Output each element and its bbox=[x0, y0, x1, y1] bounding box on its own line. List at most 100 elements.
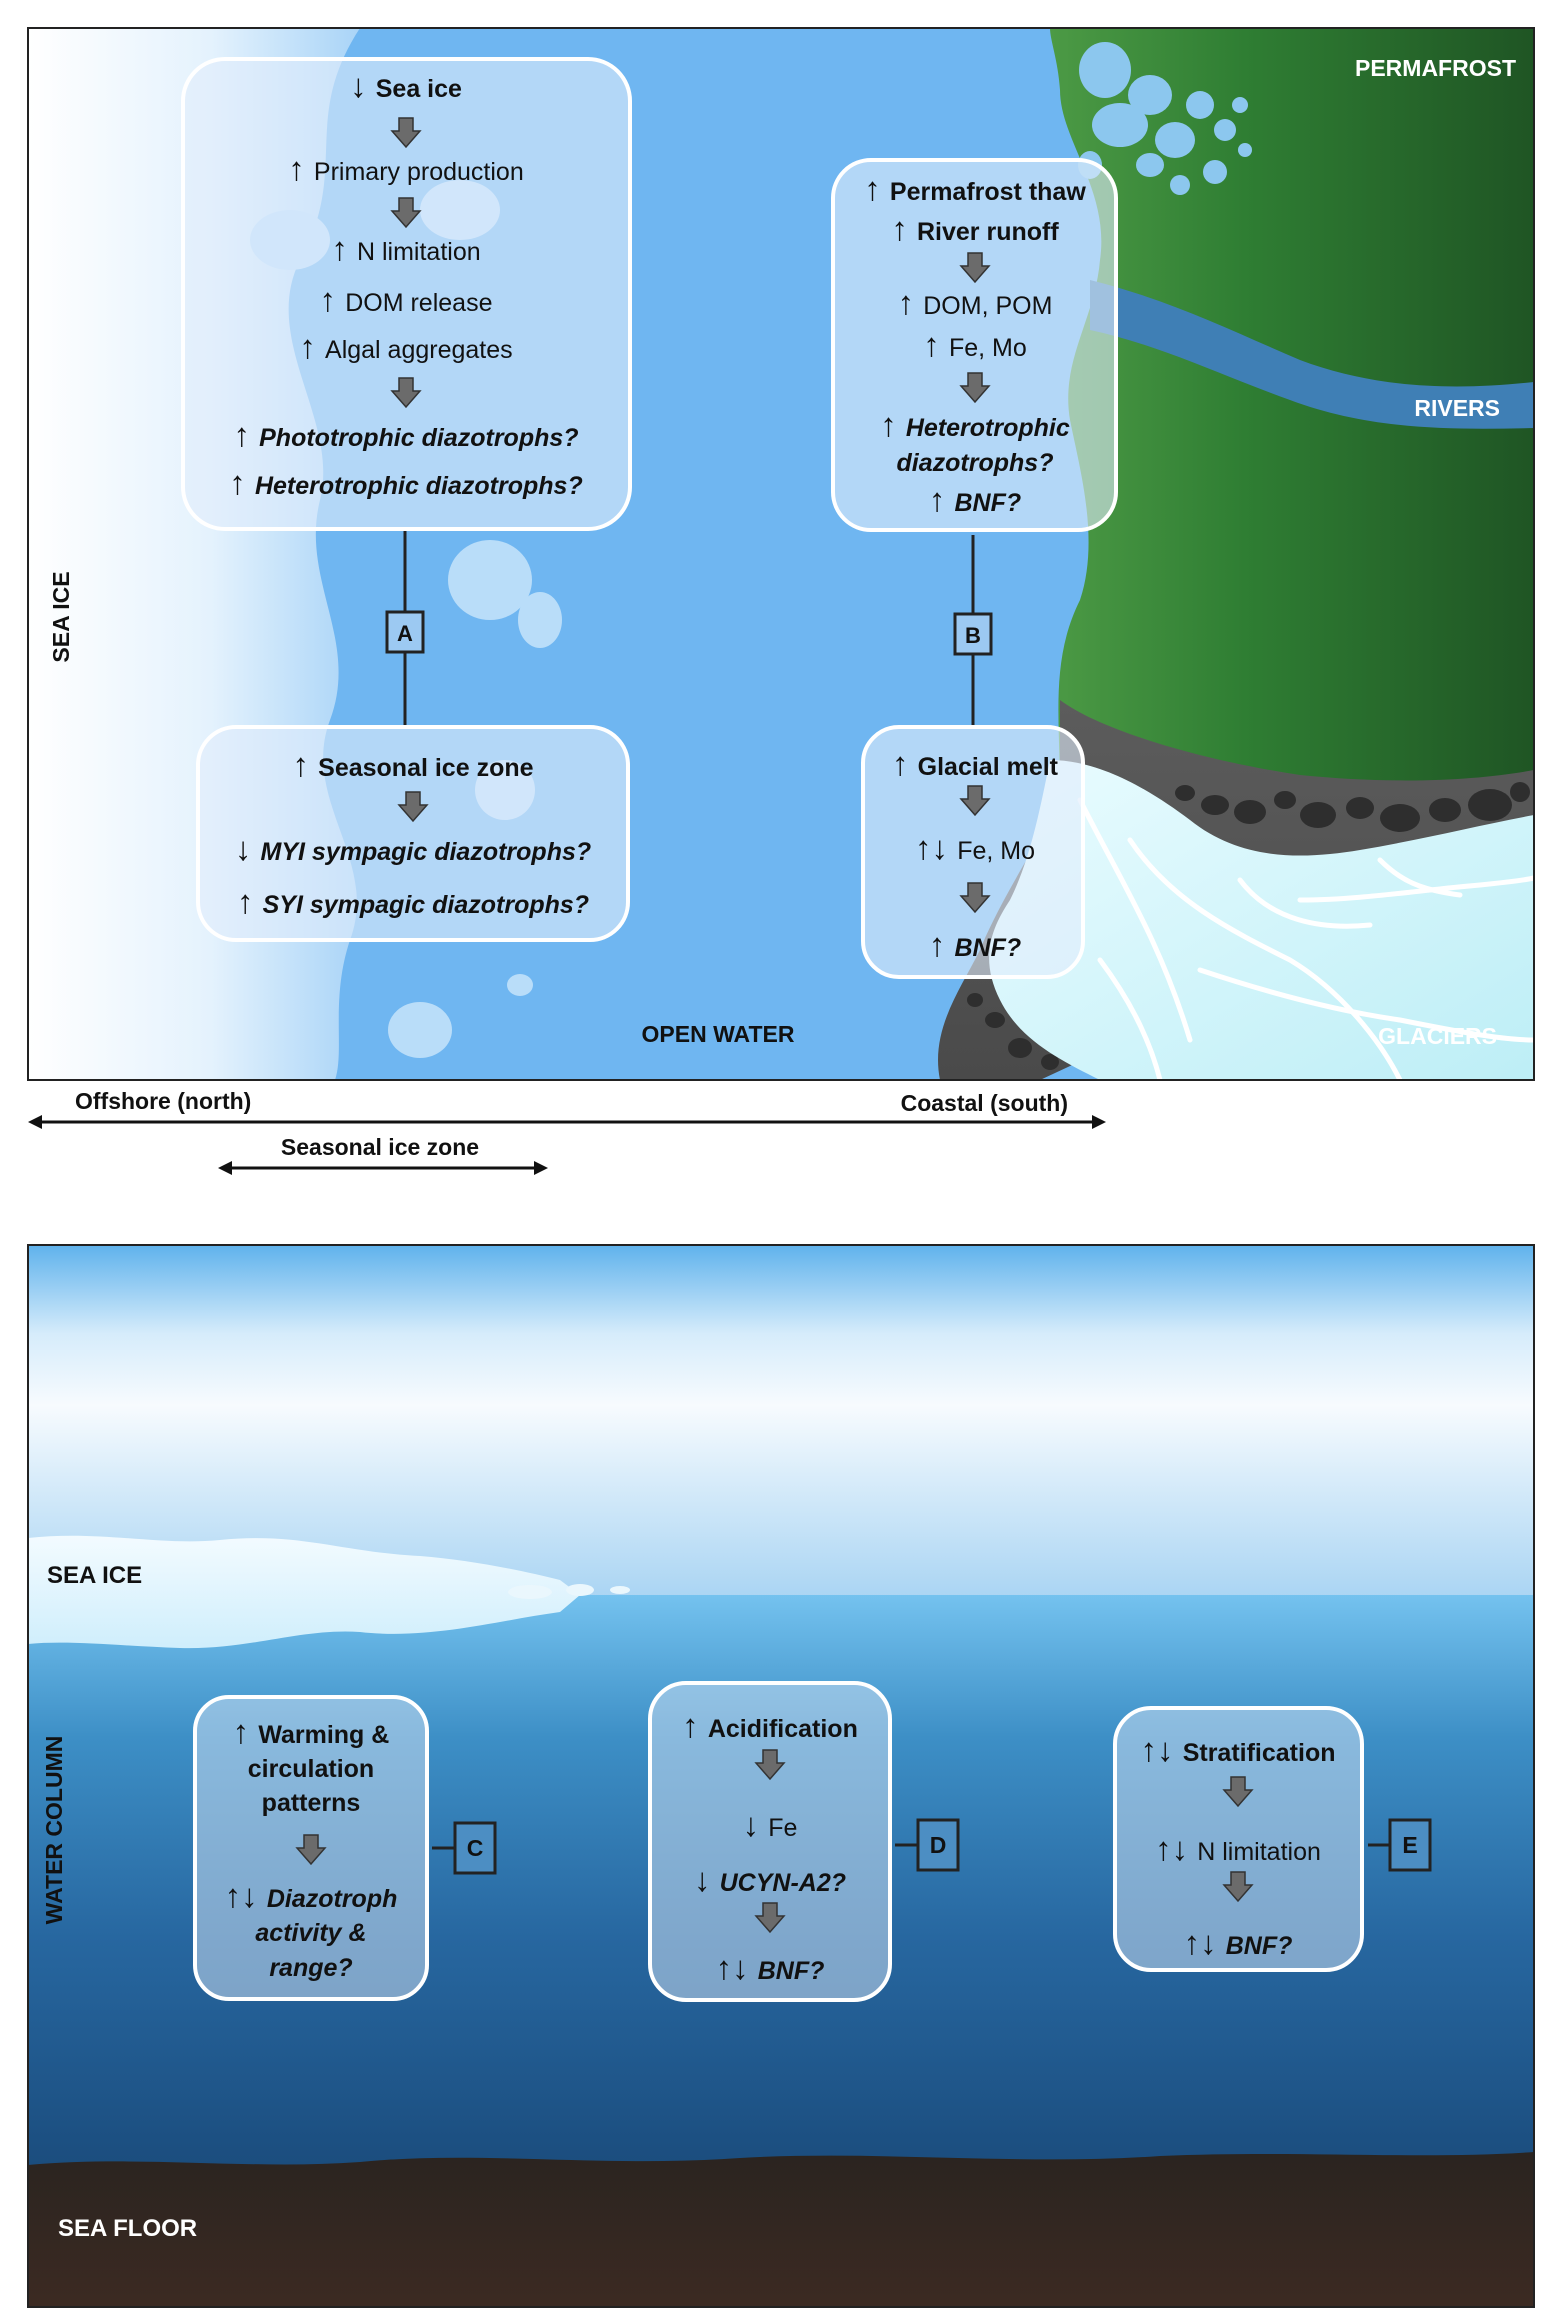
box-line-bnf: ↑ BNF? bbox=[929, 481, 1021, 518]
flow-down-arrow-icon bbox=[959, 785, 991, 817]
box-line-sea-ice: ↓ Sea ice bbox=[350, 67, 462, 104]
box-line-warming: ↑ Warming & bbox=[233, 1713, 390, 1750]
box-line-circulation: circulation bbox=[248, 1755, 374, 1783]
box-line-primary-production: ↑ Primary production bbox=[288, 150, 523, 187]
connector-b-box bbox=[953, 612, 993, 656]
bottom-panel-frame bbox=[27, 1244, 1535, 2308]
box-line-fe-mo: ↑ Fe, Mo bbox=[923, 326, 1026, 363]
box-line-bnf: ↑ BNF? bbox=[929, 926, 1021, 963]
trend-arrow-icon: ↑↓ bbox=[716, 1949, 758, 1986]
axis-seasonal-label: Seasonal ice zone bbox=[281, 1134, 479, 1160]
box-a-upper bbox=[181, 57, 632, 531]
box-line-text: diazotrophs? bbox=[897, 449, 1054, 477]
axis-offshore-label: Offshore (north) bbox=[75, 1088, 251, 1114]
box-line-text: Fe bbox=[768, 1814, 797, 1842]
trend-arrow-icon: ↑ bbox=[320, 281, 346, 318]
box-line-text: DOM release bbox=[345, 289, 492, 317]
box-line-heterotrophic: ↑ Heterotrophic bbox=[880, 406, 1070, 443]
trend-arrow-icon: ↓ bbox=[694, 1861, 720, 1898]
trend-arrow-icon: ↓ bbox=[350, 67, 376, 104]
trend-arrow-icon: ↑↓ bbox=[1184, 1924, 1226, 1961]
flow-down-arrow-icon bbox=[295, 1834, 327, 1866]
box-e bbox=[1113, 1706, 1364, 1972]
box-line-text: DOM, POM bbox=[923, 292, 1052, 320]
box-line-diazotrophs: diazotrophs? bbox=[897, 449, 1054, 477]
box-line-text: BNF? bbox=[955, 489, 1022, 517]
flow-down-arrow-icon bbox=[959, 882, 991, 914]
box-line-text: Heterotrophic diazotrophs? bbox=[255, 472, 583, 500]
box-line-text: Fe, Mo bbox=[949, 334, 1027, 362]
trend-arrow-icon: ↑ bbox=[898, 284, 924, 321]
trend-arrow-icon: ↑ bbox=[237, 883, 263, 920]
label-glaciers: GLACIERS bbox=[1378, 1023, 1497, 1049]
box-line-text: Sea ice bbox=[376, 75, 462, 103]
trend-arrow-icon: ↑ bbox=[299, 328, 325, 365]
box-b-upper-content: ↑ Permafrost thaw↑ River runoff↑ DOM, PO… bbox=[864, 170, 1086, 518]
trend-arrow-icon: ↑ bbox=[288, 150, 314, 187]
box-a-lower-content: ↑ Seasonal ice zone↓ MYI sympagic diazot… bbox=[235, 746, 591, 920]
sea-ice-floes bbox=[508, 1584, 630, 1599]
box-line-text: River runoff bbox=[917, 218, 1059, 246]
box-line-text: UCYN-A2? bbox=[720, 1869, 846, 1897]
trend-arrow-icon: ↑↓ bbox=[915, 829, 957, 866]
connector-c-box bbox=[453, 1821, 497, 1875]
flow-down-arrow-icon bbox=[390, 117, 422, 149]
box-line-text: Fe, Mo bbox=[957, 837, 1035, 865]
glacier-crevasses bbox=[1077, 797, 1537, 1083]
box-b-lower-content: ↑ Glacial melt↑↓ Fe, Mo↑ BNF? bbox=[892, 745, 1059, 963]
connector-e-label: E bbox=[1402, 1832, 1417, 1858]
box-line-heterotrophic-diazotrophs: ↑ Heterotrophic diazotrophs? bbox=[229, 464, 582, 501]
box-line-phototrophic-diazotrophs: ↑ Phototrophic diazotrophs? bbox=[233, 416, 578, 453]
box-line-text: N limitation bbox=[357, 238, 481, 266]
connector-e-box bbox=[1388, 1818, 1432, 1872]
trend-arrow-icon: ↑ bbox=[923, 326, 949, 363]
box-line-text: Heterotrophic bbox=[906, 414, 1070, 442]
box-line-text: Warming & bbox=[258, 1721, 389, 1749]
river bbox=[1090, 280, 1534, 429]
trend-arrow-icon: ↑ bbox=[682, 1707, 708, 1744]
flow-down-arrow-icon bbox=[390, 197, 422, 229]
label-rivers: RIVERS bbox=[1414, 395, 1500, 421]
box-line-algal-aggregates: ↑ Algal aggregates bbox=[299, 328, 512, 365]
label-sea-ice-top: SEA ICE bbox=[48, 571, 74, 662]
connector-b-label: B bbox=[965, 623, 981, 648]
label-sea-ice-bottom: SEA ICE bbox=[47, 1562, 142, 1589]
trend-arrow-icon: ↑ bbox=[233, 416, 259, 453]
axis-main-arrowhead-left bbox=[28, 1115, 42, 1129]
box-line-text: BNF? bbox=[955, 934, 1022, 962]
flow-down-arrow-icon bbox=[754, 1902, 786, 1934]
label-permafrost: PERMAFROST bbox=[1355, 55, 1516, 81]
trend-arrow-icon: ↓ bbox=[743, 1806, 769, 1843]
connector-d-box bbox=[916, 1818, 960, 1872]
connector-c-label: C bbox=[467, 1835, 484, 1861]
box-line-dom-release: ↑ DOM release bbox=[320, 281, 493, 318]
flow-down-arrow-icon bbox=[959, 252, 991, 284]
box-line-text: N limitation bbox=[1197, 1838, 1321, 1866]
box-line-text: range? bbox=[269, 1954, 352, 1982]
box-line-fe-mo: ↑↓ Fe, Mo bbox=[915, 829, 1035, 866]
box-line-n-limitation: ↑ N limitation bbox=[331, 230, 480, 267]
label-sea-floor: SEA FLOOR bbox=[58, 2215, 197, 2242]
label-water-column: WATER COLUMN bbox=[41, 1736, 67, 1925]
box-d bbox=[648, 1681, 892, 2002]
top-panel-frame bbox=[27, 27, 1535, 1081]
box-line-text: Acidification bbox=[708, 1715, 858, 1743]
box-d-content: ↑ Acidification↓ Fe↓ UCYN-A2?↑↓ BNF? bbox=[682, 1707, 858, 1986]
box-line-text: BNF? bbox=[1226, 1932, 1293, 1960]
box-line-text: Phototrophic diazotrophs? bbox=[259, 424, 578, 452]
label-open-water: OPEN WATER bbox=[642, 1021, 795, 1047]
box-line-text: Primary production bbox=[314, 158, 524, 186]
trend-arrow-icon: ↑↓ bbox=[1141, 1731, 1183, 1768]
box-line-text: Permafrost thaw bbox=[890, 178, 1086, 206]
box-line-text: Stratification bbox=[1183, 1739, 1336, 1767]
trend-arrow-icon: ↑ bbox=[292, 746, 318, 783]
box-line-seasonal-ice-zone: ↑ Seasonal ice zone bbox=[292, 746, 533, 783]
trend-arrow-icon: ↓ bbox=[235, 830, 261, 867]
permafrost-land bbox=[1050, 28, 1534, 790]
box-line-bnf: ↑↓ BNF? bbox=[1184, 1924, 1293, 1961]
trend-arrow-icon: ↑↓ bbox=[1155, 1830, 1197, 1867]
box-line-n-limitation: ↑↓ N limitation bbox=[1155, 1830, 1321, 1867]
axis-seasonal-arrowhead-right bbox=[534, 1161, 548, 1175]
